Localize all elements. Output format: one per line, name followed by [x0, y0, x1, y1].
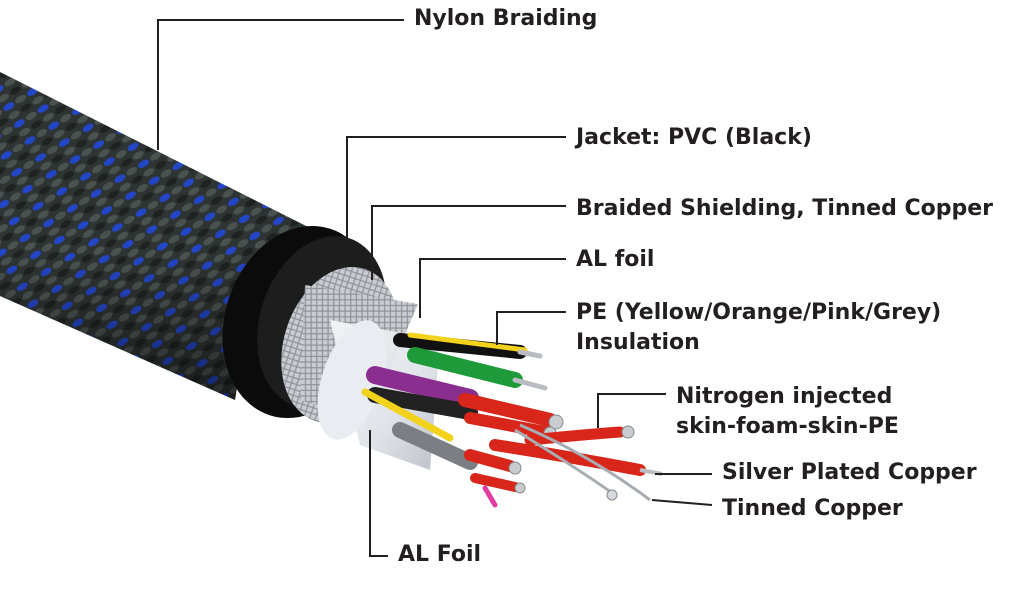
label-al-foil-top-text: AL foil	[576, 245, 654, 275]
leader-nylon	[158, 20, 404, 150]
label-nylon-braiding-text: Nylon Braiding	[414, 4, 597, 34]
leader-braid	[372, 206, 566, 280]
leader-pe	[497, 312, 566, 345]
label-braided-shielding: Braided Shielding, Tinned Copper	[576, 194, 993, 224]
label-braided-shielding-text: Braided Shielding, Tinned Copper	[576, 194, 993, 224]
leader-nitrogen	[598, 394, 666, 428]
label-tinned-copper: Tinned Copper	[722, 494, 903, 524]
label-nylon-braiding: Nylon Braiding	[414, 4, 597, 34]
label-al-foil-bottom-text: AL Foil	[398, 540, 481, 570]
label-silver-plated-copper: Silver Plated Copper	[722, 458, 977, 488]
label-nitrogen-line1: Nitrogen injected	[676, 382, 899, 412]
label-jacket: Jacket: PVC (Black)	[576, 123, 812, 153]
label-al-foil-top: AL foil	[576, 245, 654, 275]
label-jacket-text: Jacket: PVC (Black)	[576, 123, 812, 153]
inner-wires	[365, 335, 662, 505]
label-silver-plated-copper-text: Silver Plated Copper	[722, 458, 977, 488]
label-pe-insulation: PE (Yellow/Orange/Pink/Grey) Insulation	[576, 298, 941, 358]
label-nitrogen-line2: skin-foam-skin-PE	[676, 412, 899, 442]
label-tinned-copper-text: Tinned Copper	[722, 494, 903, 524]
label-pe-line1: PE (Yellow/Orange/Pink/Grey)	[576, 298, 941, 328]
label-nitrogen: Nitrogen injected skin-foam-skin-PE	[676, 382, 899, 442]
label-al-foil-bottom: AL Foil	[398, 540, 481, 570]
leader-jacket	[347, 137, 566, 245]
leader-tinned	[652, 500, 712, 505]
leader-alfoil-top	[420, 259, 566, 318]
label-pe-line2: Insulation	[576, 328, 941, 358]
